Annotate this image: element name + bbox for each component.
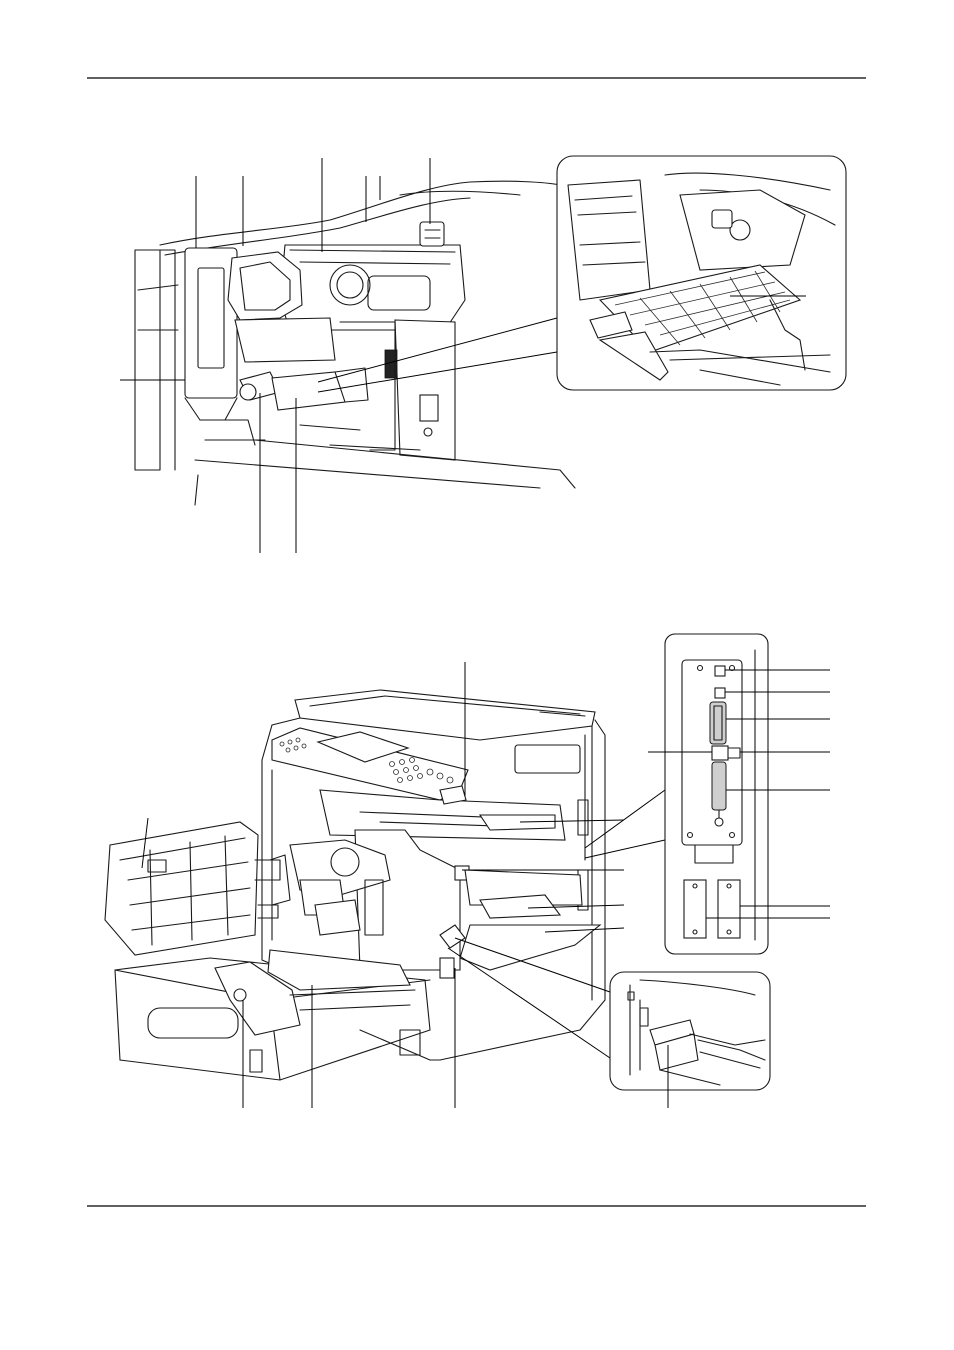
- inset-side-connector: [609, 971, 771, 1108]
- output-tray-stopper: [439, 785, 467, 805]
- waste-toner-box: [184, 247, 238, 399]
- multi-purpose-tray: [459, 924, 602, 971]
- front-cover: [104, 821, 259, 956]
- platen: [294, 689, 596, 741]
- paper-length-guide: [267, 949, 411, 991]
- toner-lock-lever: [419, 221, 445, 247]
- network-port: [711, 745, 729, 761]
- serial-port: [711, 761, 727, 811]
- figure-inner-view: [120, 158, 576, 553]
- usb-port: [714, 665, 726, 677]
- option-slot-1: [683, 879, 707, 939]
- usb-port-2: [714, 687, 726, 699]
- figure-interface-panel: [648, 633, 830, 955]
- figure-front-view: [104, 662, 666, 1108]
- paper-width-guide: [214, 961, 301, 1036]
- inset-paper-guide: [556, 155, 847, 391]
- toner-container: [279, 244, 466, 331]
- bypass-release: [439, 957, 455, 979]
- touch-panel: [316, 731, 410, 763]
- parallel-port: [709, 701, 727, 745]
- option-slot-2: [717, 879, 741, 939]
